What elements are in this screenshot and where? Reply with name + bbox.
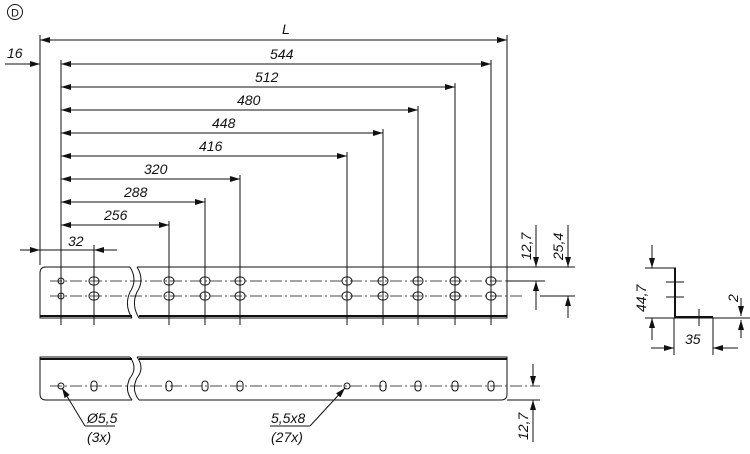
round-hole-count: (3x) [87, 429, 111, 445]
round-hole-leader [61, 387, 86, 427]
slot-hole [88, 275, 100, 287]
dim-label-32: 32 [68, 233, 84, 249]
slot-hole [414, 380, 422, 392]
slot-hole [201, 380, 209, 392]
bottom-row-label: 12,7 [515, 412, 531, 440]
round-hole [343, 382, 351, 390]
angle-profile: 44,7 35 2 [633, 245, 750, 355]
slot-hole [449, 275, 461, 287]
slot-hole [485, 290, 497, 302]
profile-thickness-label: 2 [725, 294, 741, 303]
profile-height-label: 44,7 [633, 284, 649, 312]
bottom-view-strip [39, 356, 540, 401]
dim-label-448: 448 [212, 115, 236, 131]
slot-hole [234, 275, 246, 287]
dim-label-288: 288 [123, 184, 148, 200]
slot-hole [163, 290, 175, 302]
slot-hole [234, 290, 246, 302]
dim-label-256: 256 [103, 207, 128, 223]
slot-hole [377, 290, 389, 302]
round-hole-callout: Ø5,5 [86, 410, 118, 426]
round-hole [57, 275, 65, 287]
round-hole [57, 290, 65, 302]
dimension-lines [20, 61, 491, 253]
side-dimensions: 12,7 25,4 12,7 [507, 225, 575, 442]
profile-width-label: 35 [685, 331, 701, 347]
slot-hole [88, 290, 100, 302]
slot-hole [90, 380, 98, 392]
slot-hole [199, 290, 211, 302]
slot-hole [487, 380, 495, 392]
slot-hole [449, 290, 461, 302]
slot-hole [165, 380, 173, 392]
dim-label-480: 480 [237, 92, 261, 108]
slot-hole [163, 275, 175, 287]
slot-hole [377, 275, 389, 287]
slot-hole [341, 275, 353, 287]
offset-label: 16 [7, 45, 23, 61]
slot-hole [451, 380, 459, 392]
slot-hole [236, 380, 244, 392]
length-label: L [282, 21, 290, 37]
slot-hole [379, 380, 387, 392]
round-hole [57, 382, 65, 390]
top-view-strip [39, 266, 525, 319]
slot-leader [309, 387, 346, 427]
slot-hole [485, 275, 497, 287]
dim-label-544: 544 [270, 46, 294, 62]
dim-label-512: 512 [255, 69, 279, 85]
svg-text:D: D [11, 8, 19, 20]
slot-count: (27x) [271, 429, 303, 445]
slot-callout: 5,5x8 [271, 410, 305, 426]
slot-hole [412, 275, 424, 287]
slot-hole [341, 290, 353, 302]
slot-hole [199, 275, 211, 287]
dim-label-416: 416 [199, 138, 223, 154]
row-spacing-label: 12,7 [518, 232, 534, 260]
view-label: D [7, 4, 23, 20]
slot-hole [412, 290, 424, 302]
total-spacing-label: 25,4 [550, 233, 566, 261]
dim-label-320: 320 [144, 161, 168, 177]
